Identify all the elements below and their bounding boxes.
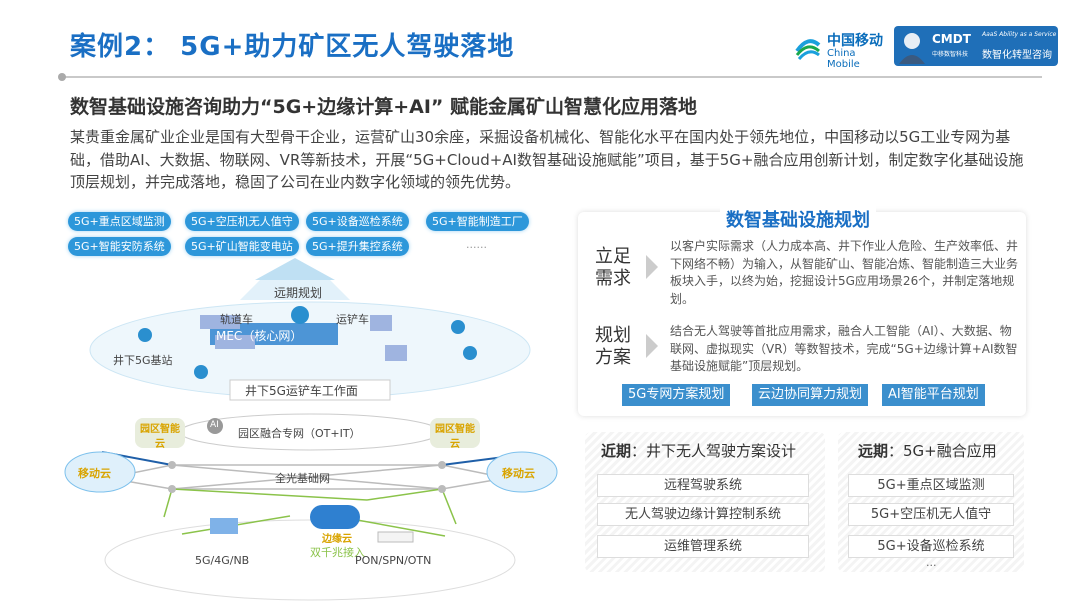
near-item: 远程驾驶系统 bbox=[597, 474, 809, 497]
park-cloud-right: 园区智能云 bbox=[435, 424, 475, 450]
ai-badge: AI bbox=[210, 420, 219, 430]
optical-net-label: 全光基础网 bbox=[275, 472, 330, 485]
logo-en: China Mobile bbox=[827, 48, 860, 70]
rail-car-label: 轨道车 bbox=[220, 313, 253, 326]
cmdt-text: CMDT bbox=[932, 32, 971, 46]
plan-tag: 5G专网方案规划 bbox=[622, 384, 731, 406]
plan-heading: 数智基础设施规划 bbox=[720, 206, 876, 232]
gigabit-label: 双千兆接入 bbox=[310, 546, 365, 559]
title-divider bbox=[62, 76, 1042, 78]
park-cloud-left: 园区智能云 bbox=[140, 424, 180, 450]
near-title: ：井下无人驾驶方案设计 bbox=[631, 442, 797, 460]
app-pill: 5G+空压机无人值守 bbox=[185, 212, 299, 231]
base-station-label: 井下5G基站 bbox=[113, 354, 173, 367]
mobile-cloud-right: 移动云 bbox=[502, 467, 535, 480]
intro-paragraph: 某贵重金属矿业企业是国有大型骨干企业，运营矿山30余座，采掘设备机械化、智能化水… bbox=[70, 128, 1024, 191]
arrow-right-icon bbox=[646, 255, 658, 279]
app-pill: 5G+智能安防系统 bbox=[68, 237, 171, 256]
divider-dot bbox=[58, 73, 66, 81]
far-plan-label: 远期规划 bbox=[274, 286, 323, 300]
consultant-avatar-icon bbox=[899, 33, 925, 64]
plan-panel bbox=[578, 212, 1026, 416]
near-term-box: 近期：井下无人驾驶方案设计 远程驾驶系统 无人驾驶边缘计算控制系统 运维管理系统 bbox=[585, 432, 825, 572]
work-face-label: 井下5G运铲车工作面 bbox=[245, 384, 358, 398]
app-pill: 5G+重点区域监测 bbox=[68, 212, 171, 231]
far-item: 5G+重点区域监测 bbox=[848, 474, 1014, 497]
architecture-diagram: 5G+重点区域监测 5G+空压机无人值守 5G+设备巡检系统 5G+智能制造工厂… bbox=[60, 200, 560, 608]
consult-text: 数智化转型咨询 bbox=[982, 50, 1052, 61]
subtitle: 数智基础设施咨询助力“5G+边缘计算+AI” 赋能金属矿山智慧化应用落地 bbox=[70, 96, 698, 118]
app-pill: 5G+智能制造工厂 bbox=[426, 212, 529, 231]
plan-tag: 云边协同算力规划 bbox=[752, 384, 869, 406]
far-item: 5G+空压机无人值守 bbox=[848, 503, 1014, 526]
near-item: 无人驾驶边缘计算控制系统 bbox=[597, 503, 809, 526]
section-label: 立足需求 bbox=[595, 246, 631, 289]
far-term-heading: 远期：5G+融合应用 bbox=[858, 440, 997, 461]
app-pill: 5G+设备巡检系统 bbox=[306, 212, 409, 231]
near-item: 运维管理系统 bbox=[597, 535, 809, 558]
arrow-right-icon bbox=[646, 334, 658, 358]
mec-label: MEC（核心网） bbox=[216, 329, 303, 343]
wireless-label: 5G/4G/NB bbox=[195, 554, 250, 567]
apps-more: ...... bbox=[466, 238, 487, 251]
near-term-heading: 近期：井下无人驾驶方案设计 bbox=[601, 440, 796, 461]
far-term-box: 远期：5G+融合应用 5G+重点区域监测 5G+空压机无人值守 5G+设备巡检系… bbox=[838, 432, 1024, 572]
china-mobile-logo: 中国移动 China Mobile bbox=[793, 28, 888, 70]
near-prefix: 近期 bbox=[601, 442, 632, 460]
diagram-shapes bbox=[64, 258, 558, 601]
section-label: 规划方案 bbox=[595, 325, 631, 368]
loader-label: 运铲车 bbox=[336, 313, 369, 326]
section-text: 以客户实际需求（人力成本高、井下作业人危险、生产效率低、井下网络不畅）为输入，从… bbox=[670, 239, 1019, 306]
section-text: 结合无人驾驶等首批应用需求，融合人工智能（AI）、大数据、物联网、虚拟现实（VR… bbox=[670, 324, 1018, 373]
cmdt-logo: CMDT 中移数智科技 AaaS Ability as a Service 数智… bbox=[894, 26, 1058, 66]
china-mobile-icon bbox=[795, 39, 821, 60]
aaas-text: AaaS Ability as a Service bbox=[982, 31, 1057, 38]
plan-tag: AI智能平台规划 bbox=[882, 384, 985, 406]
far-item: 5G+设备巡检系统 bbox=[848, 535, 1014, 558]
edge-cloud-label: 边缘云 bbox=[322, 534, 352, 545]
logo-cn: 中国移动 bbox=[827, 33, 883, 49]
cmdt-sub: 中移数智科技 bbox=[932, 51, 969, 58]
far-more: ... bbox=[926, 556, 937, 569]
park-net-label: 园区融合专网（OT+IT） bbox=[238, 427, 361, 440]
page-title: 案例2： 5G+助力矿区无人驾驶落地 bbox=[70, 32, 515, 62]
app-pill: 5G+矿山智能变电站 bbox=[185, 237, 299, 256]
mobile-cloud-left: 移动云 bbox=[78, 467, 111, 480]
far-prefix: 远期 bbox=[858, 442, 889, 460]
app-pill: 5G+提升集控系统 bbox=[306, 237, 409, 256]
wired-label: PON/SPN/OTN bbox=[355, 554, 432, 567]
far-title: ：5G+融合应用 bbox=[888, 442, 997, 460]
